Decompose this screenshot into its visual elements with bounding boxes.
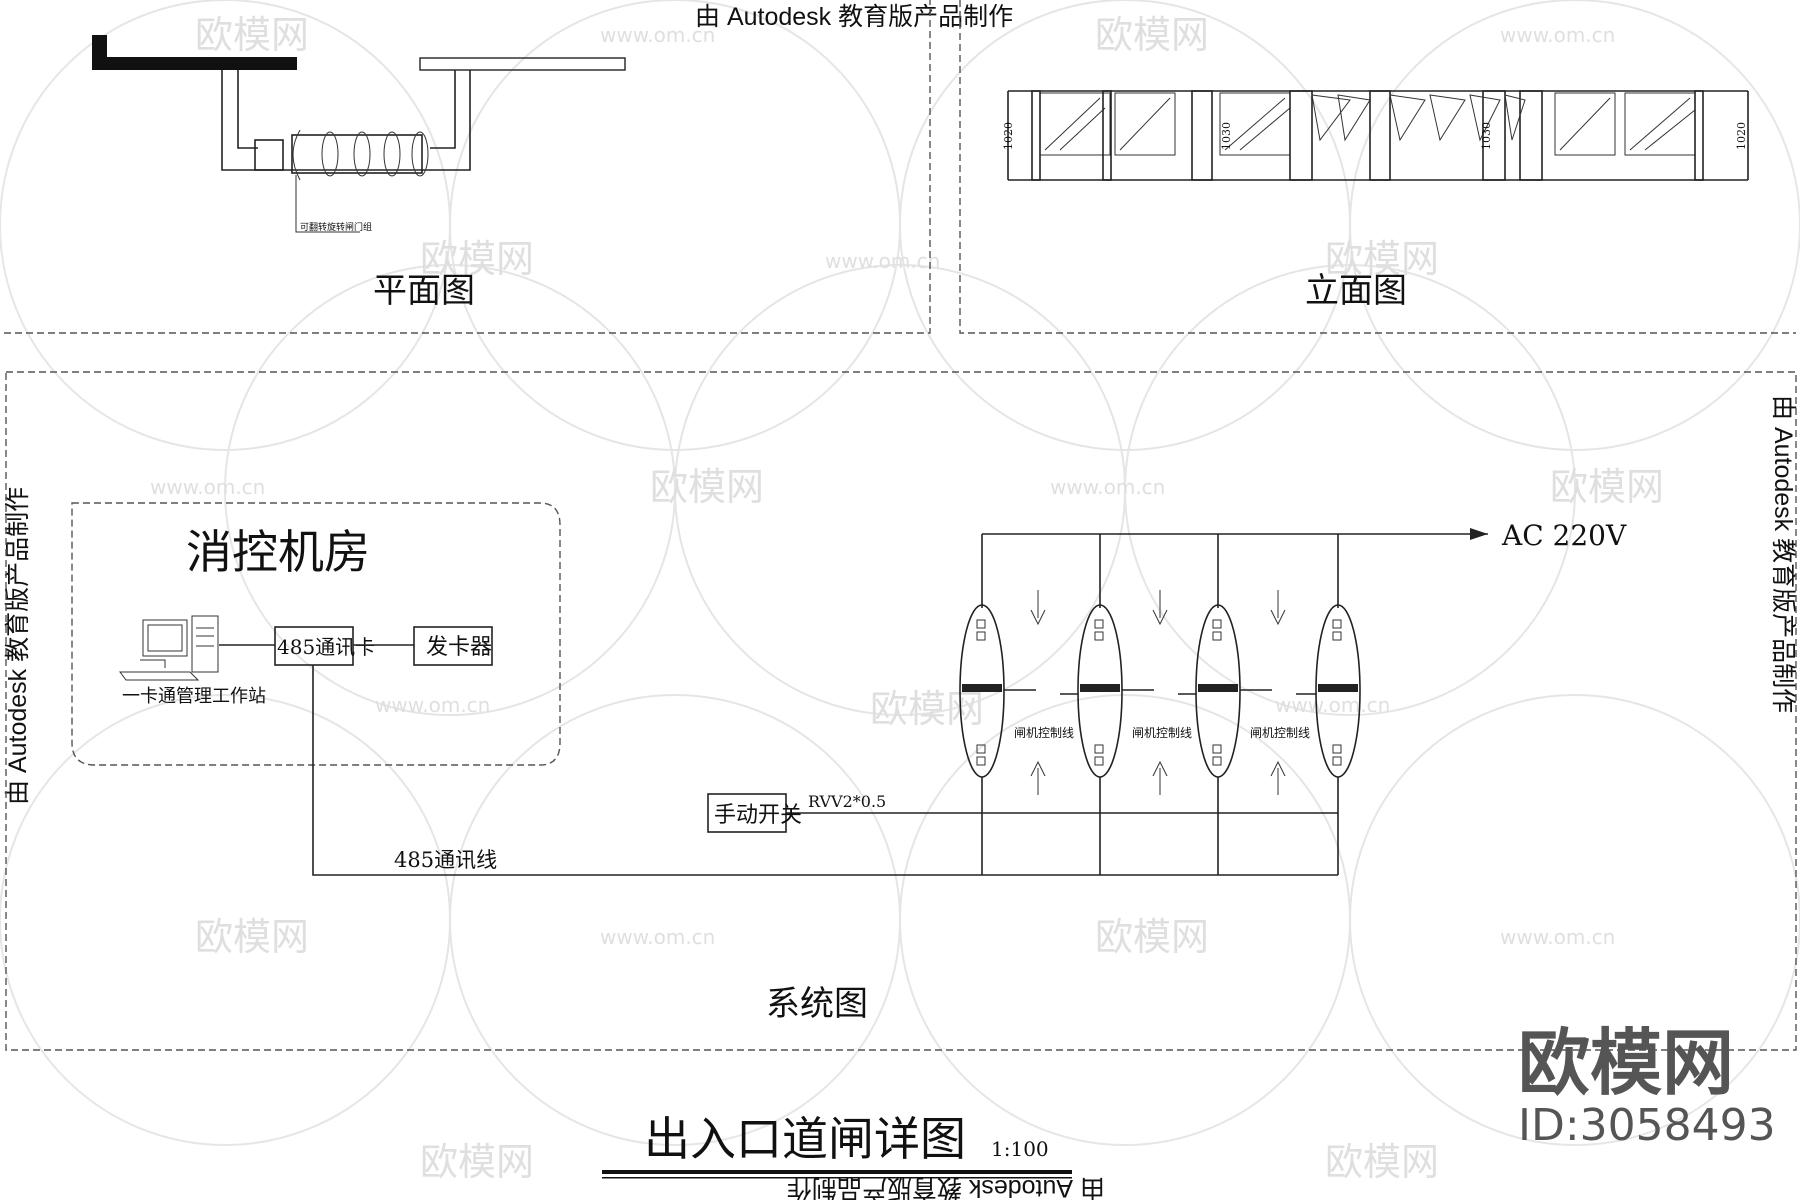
autodesk-stamp-left: 由 Autodesk 教育版产品制作 <box>4 487 32 805</box>
elevation-dim: 1030 <box>1480 122 1493 150</box>
watermark-site: www.om.cn <box>1275 693 1390 717</box>
control-room-title: 消控机房 <box>186 525 370 579</box>
computer-icon <box>119 615 219 681</box>
watermark-brand: 欧模网 <box>870 687 984 731</box>
plan-view: 可翻转旋转闸门组 平面图 <box>92 35 626 311</box>
watermark-brand: 欧模网 <box>650 465 764 509</box>
comm-line-label: 485通讯线 <box>394 848 497 872</box>
autodesk-stamp-top: 由 Autodesk 教育版产品制作 <box>695 3 1013 31</box>
drawing-title-block: 出入口道闸详图 1:100 <box>602 1112 1072 1179</box>
watermark-site: www.om.cn <box>150 475 265 499</box>
watermark-brand: 欧模网 <box>420 237 534 281</box>
watermark-brand: 欧模网 <box>195 915 309 959</box>
elevation-dim: 1020 <box>1002 122 1015 150</box>
plan-callout: 可翻转旋转闸门组 <box>300 221 372 233</box>
watermark-brand: 欧模网 <box>1095 13 1209 57</box>
watermark-site: www.om.cn <box>1500 23 1615 47</box>
watermark-brand: 欧模网 <box>195 13 309 57</box>
watermark-site: www.om.cn <box>600 23 715 47</box>
drawing-title: 出入口道闸详图 <box>644 1112 966 1166</box>
elevation-dim: 1020 <box>1735 122 1748 150</box>
watermark-brand: 欧模网 <box>1325 237 1439 281</box>
watermark-site: www.om.cn <box>1500 925 1615 949</box>
manual-switch-box <box>707 793 787 833</box>
watermark-brand: 欧模网 <box>1095 915 1209 959</box>
watermark-site: www.om.cn <box>600 925 715 949</box>
watermark-site: www.om.cn <box>1050 475 1165 499</box>
watermark-site: www.om.cn <box>375 693 490 717</box>
lane-label: 闸机控制线 <box>1250 726 1310 740</box>
control-room: 消控机房 一卡通管理工作站 485通讯卡 发卡器 <box>119 525 493 707</box>
manual-switch-label: 手动开关 <box>714 803 802 828</box>
issuer-label: 发卡器 <box>426 635 492 660</box>
issuer-box <box>413 626 493 666</box>
watermark-brand: 欧模网 <box>1550 465 1664 509</box>
elevation-title: 立面图 <box>1305 271 1407 311</box>
card485-label: 485通讯卡 <box>277 635 375 659</box>
autodesk-stamp-right: 由 Autodesk 教育版产品制作 <box>1769 395 1797 713</box>
drawing-scale: 1:100 <box>991 1137 1049 1161</box>
brand-id: ID:3058493 <box>1518 1100 1776 1151</box>
watermark-brand: 欧模网 <box>420 1140 534 1184</box>
plan-title: 平面图 <box>373 271 475 311</box>
gate-wiring: AC 220V <box>312 519 1627 1024</box>
cable-spec-label: RVV2*0.5 <box>808 792 886 811</box>
system-title: 系统图 <box>766 984 868 1024</box>
view-frames <box>4 0 1797 1051</box>
lane-label: 闸机控制线 <box>1132 726 1192 740</box>
elevation-view: 1020 1030 1030 1020 立面图 <box>1002 90 1749 311</box>
watermark-site: www.om.cn <box>825 249 940 273</box>
workstation-label: 一卡通管理工作站 <box>122 686 266 707</box>
elevation-dim: 1030 <box>1220 122 1233 150</box>
watermark-brand: 欧模网 <box>1325 1140 1439 1184</box>
brand-logo-text: 欧模网 <box>1518 1021 1734 1105</box>
card485-box <box>274 626 354 666</box>
power-label: AC 220V <box>1501 519 1627 552</box>
lane-label: 闸机控制线 <box>1014 726 1074 740</box>
